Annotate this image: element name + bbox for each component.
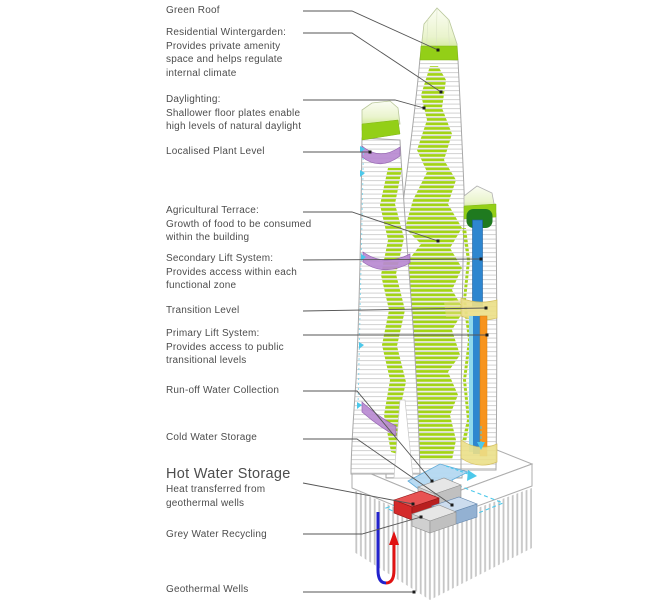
label-body: Heat transferred from geothermal wells [166, 484, 266, 509]
cool-water-riser [469, 316, 473, 452]
label-heading: Geothermal Wells [166, 584, 249, 595]
label-run-off-water-collection: Run-off Water Collection [166, 384, 338, 398]
label-agricultural-terrace: Agricultural Terrace: Growth of food to … [166, 204, 338, 245]
label-geothermal-wells: Geothermal Wells [166, 583, 338, 597]
label-heading: Green Roof [166, 5, 220, 16]
label-daylighting: Daylighting: Shallower floor plates enab… [166, 93, 338, 134]
agricultural-terraces [380, 168, 406, 456]
label-body: Shallower floor plates enable high level… [166, 107, 302, 133]
primary-lift-shaft [479, 315, 488, 457]
leader-lines [302, 10, 487, 593]
label-grey-water-recycling: Grey Water Recycling [166, 528, 338, 542]
localised-plant-band [362, 251, 411, 271]
transition-level-band [444, 299, 461, 317]
geothermal-wells [354, 488, 532, 600]
label-heading: Daylighting: [166, 94, 221, 105]
label-heading: Transition Level [166, 305, 240, 316]
leader-dots [368, 48, 489, 594]
label-localised-plant-level: Localised Plant Level [166, 145, 338, 159]
label-cold-water-storage: Cold Water Storage [166, 431, 338, 445]
green-roof-band [419, 45, 459, 61]
geothermal-loop-arrow [376, 512, 399, 585]
transition-level-band [460, 439, 498, 466]
label-hot-water-storage: Hot Water Storage Heat transferred from … [166, 466, 338, 510]
label-primary-lift-system: Primary Lift System: Provides access to … [166, 327, 338, 368]
secondary-lift-shaft [473, 316, 480, 454]
label-secondary-lift-system: Secondary Lift System: Provides access w… [166, 252, 338, 293]
label-heading: Cold Water Storage [166, 432, 258, 443]
label-heading: Grey Water Recycling [166, 529, 267, 540]
secondary-lift-shaft [472, 219, 483, 307]
water-flow-lines [384, 426, 505, 531]
label-heading: Localised Plant Level [166, 146, 265, 157]
label-heading: Residential Wintergarden: [166, 27, 287, 38]
label-body: Provides access to public transitional l… [166, 341, 284, 367]
localised-plant-band [361, 145, 401, 165]
label-body: Provides access within each functional z… [166, 266, 298, 292]
tower-leg-gap [393, 399, 414, 479]
label-residential-wintergarden: Residential Wintergarden: Provides priva… [166, 26, 338, 80]
left-tower [350, 100, 421, 475]
transition-level-band [460, 297, 498, 321]
label-body: Provides private amenity space and helps… [166, 40, 283, 79]
label-heading: Hot Water Storage [166, 466, 291, 482]
right-tower [444, 185, 498, 471]
label-heading: Primary Lift System: [166, 328, 260, 339]
label-heading: Agricultural Terrace: [166, 205, 259, 216]
label-heading: Run-off Water Collection [166, 385, 280, 396]
label-transition-level: Transition Level [166, 304, 338, 318]
green-roof-band [361, 119, 401, 141]
water-flow-arrows [467, 442, 485, 481]
label-body: Growth of food to be consumed within the… [166, 218, 312, 244]
label-green-roof: Green Roof [166, 4, 338, 18]
label-heading: Secondary Lift System: [166, 253, 274, 264]
terrace-flecks [462, 228, 471, 442]
